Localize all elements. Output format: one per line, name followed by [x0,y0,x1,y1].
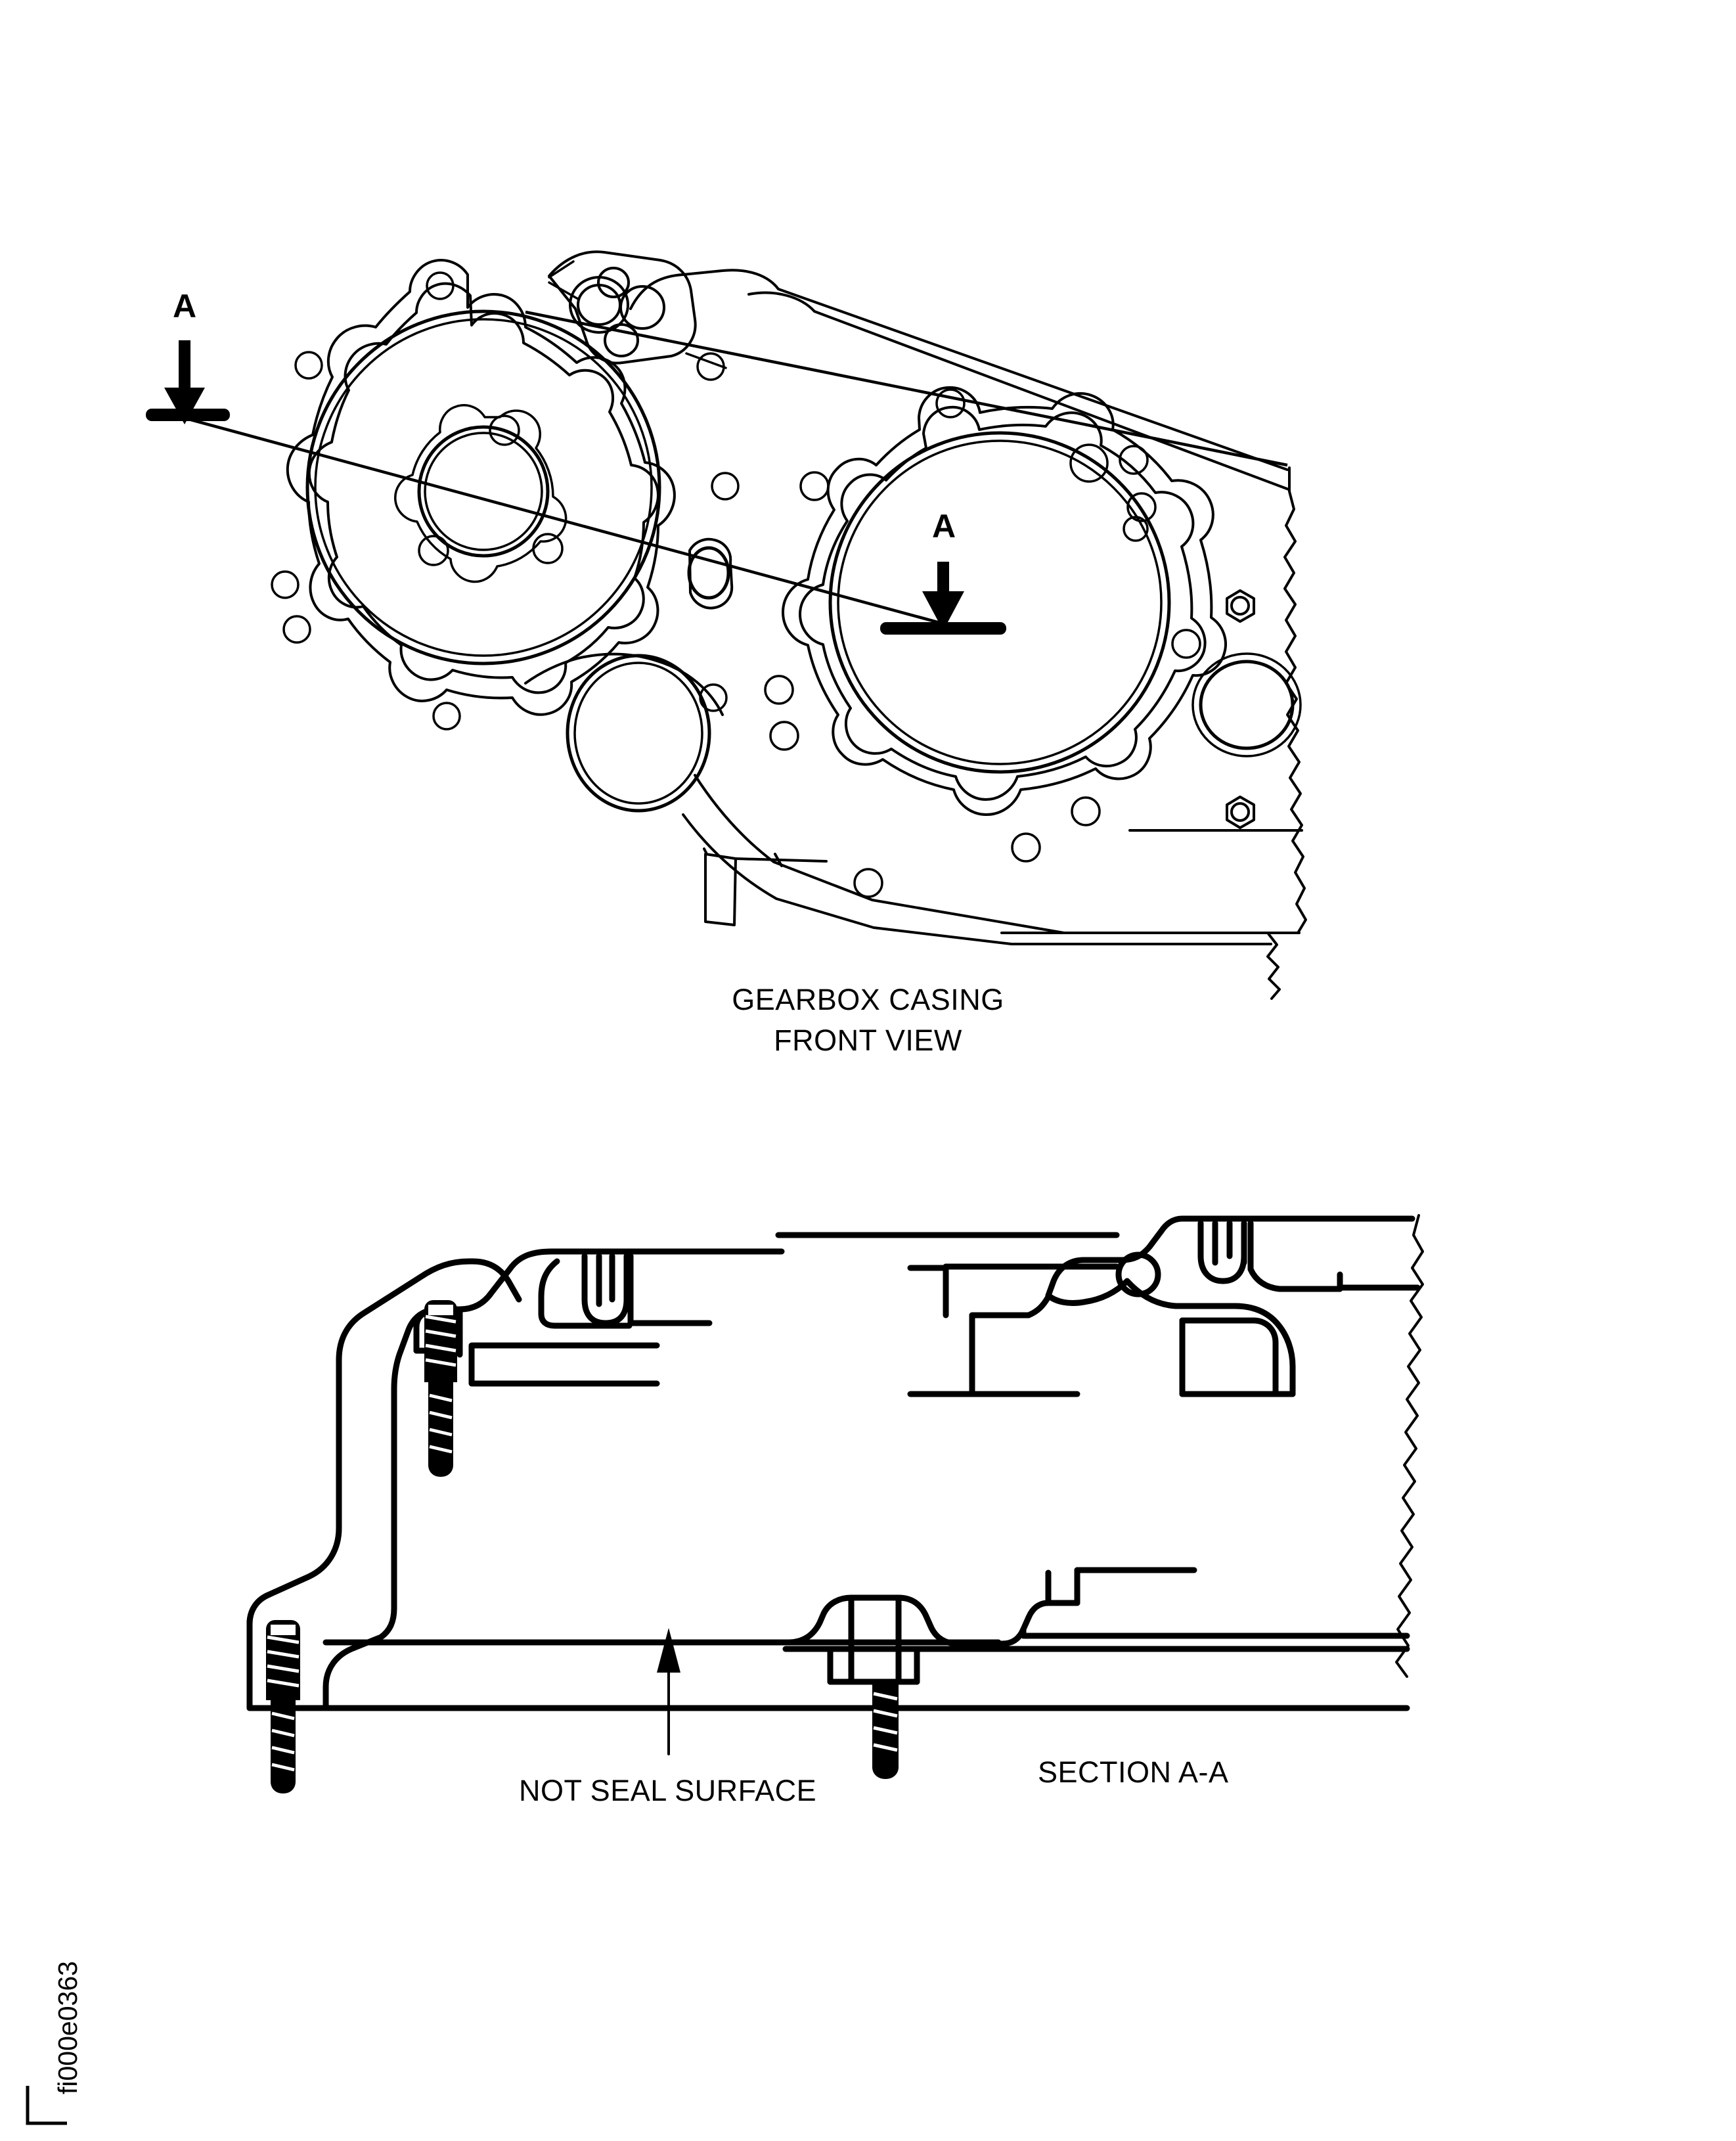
right-plate-bosses [1191,589,1302,829]
stud-upper-left [424,1300,457,1477]
front-view-caption-line-1: GEARBOX CASING [732,983,1004,1016]
upper-boss-cluster [548,250,727,369]
section-mark-left [146,340,230,424]
front-view-caption-line-2: FRONT VIEW [774,1024,962,1057]
section-mark-letter-left: A [173,288,197,325]
not-seal-surface-leader [657,1628,680,1755]
section-a-a-caption: SECTION A-A [1038,1755,1229,1789]
dowel-pin-pocket [538,1253,713,1329]
figure-id-block: fi000e0363 [18,1938,97,2135]
bolt-boss-upper-right [907,1215,1343,1397]
stud-lower-left [246,1592,329,1793]
not-seal-surface-label: NOT SEAL SURFACE [519,1774,817,1807]
section-mark-right [880,562,1006,635]
section-mark-letter-right: A [932,508,956,545]
boss-middle-bottom [785,1567,1197,1685]
section-line-a-a [164,310,1288,631]
figure-id-text: fi000e0363 [53,1961,83,2094]
lower-auxiliary-bore [524,652,724,813]
stud-middle-bottom [872,1680,899,1779]
casing-bottom-contour [682,774,1281,1000]
middle-small-bore [687,537,734,610]
left-bore-flange [271,259,740,731]
section-right-break [1337,1214,1424,1678]
bottom-flange [323,1633,1410,1711]
